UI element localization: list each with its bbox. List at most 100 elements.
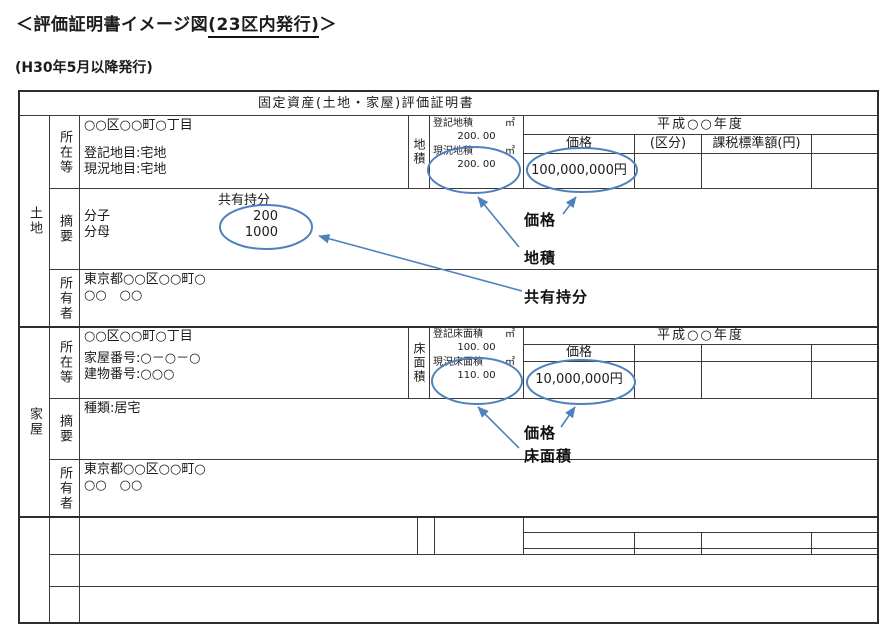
land-area-col-label-cell: 地積 <box>409 116 430 189</box>
empty-grid-cell <box>702 533 812 549</box>
house-price-header-cell: 価格 <box>524 345 635 362</box>
empty-section-cell <box>20 517 50 622</box>
annotation-house-floor: 床面積 <box>524 447 573 465</box>
land-category-value-cell <box>635 154 702 189</box>
land-taxbase-header: 課税標準額(円) <box>712 136 801 151</box>
empty-grid-cell <box>812 533 877 549</box>
empty-grid-cell <box>812 549 877 555</box>
land-taxbase-value-cell <box>702 154 812 189</box>
page-title-underlined: (23区内発行) <box>208 15 320 38</box>
land-owner-row-label-cell: 所有者 <box>50 270 80 327</box>
land-location-row-label: 所在等 <box>57 129 72 175</box>
land-category-header-cell: (区分) <box>635 135 702 154</box>
land-area-current-label: 現況地積 <box>433 146 473 157</box>
empty-row2-content-cell <box>80 555 877 587</box>
land-location-line1: ○○区○○町○丁目 <box>84 118 193 133</box>
house-summary-cell: 種類:居宅 <box>80 399 877 460</box>
house-summary-row-label-cell: 摘要 <box>50 399 80 460</box>
annotation-share: 共有持分 <box>524 288 589 306</box>
house-year-header-cell: 平成○○年度 <box>524 327 877 345</box>
house-year-header: 平成○○年度 <box>657 327 744 343</box>
land-price-value: 100,000,000円 <box>531 163 627 178</box>
empty-grid-cell <box>524 549 635 555</box>
land-summary-row-label: 摘要 <box>57 214 72 244</box>
land-denominator-value: 1000 <box>244 225 278 240</box>
empty-row2-label-cell <box>50 555 80 587</box>
empty-row1-label-cell <box>50 517 80 555</box>
house-owner-row-label: 所有者 <box>57 465 72 511</box>
land-price-header: 価格 <box>565 136 592 151</box>
empty-row1-content-cell <box>80 517 418 555</box>
land-owner-address: 東京都○○区○○町○ <box>84 272 206 287</box>
house-section-label: 家屋 <box>27 406 42 437</box>
house-extra-value-cell <box>812 362 877 399</box>
house-location-line1: ○○区○○町○丁目 <box>84 329 193 344</box>
land-extra-value-cell <box>812 154 877 189</box>
land-year-header-cell: 平成○○年度 <box>524 116 877 135</box>
land-section-cell: 土地 <box>20 116 50 327</box>
page-title: ＜評価証明書イメージ図(23区内発行)＞ <box>16 10 337 38</box>
house-area-current-unit: ㎡ <box>505 357 515 368</box>
house-location-line2: 家屋番号:○－○－○ <box>84 351 201 366</box>
land-owner-row-label: 所有者 <box>57 275 72 321</box>
house-location-row-label-cell: 所在等 <box>50 327 80 399</box>
house-area-registered-value: 100. 00 <box>457 342 496 353</box>
empty-row1-values-cell <box>435 517 524 555</box>
empty-grid-cell <box>635 549 702 555</box>
annotation-house-price: 価格 <box>524 424 557 442</box>
land-area-current-unit: ㎡ <box>505 146 515 157</box>
house-type-text: 種類:居宅 <box>84 401 141 416</box>
house-price-header: 価格 <box>565 345 592 360</box>
house-location-line3: 建物番号:○○○ <box>84 367 175 382</box>
house-area-current-label: 現況床面積 <box>433 357 483 368</box>
annotation-land-price: 価格 <box>524 211 557 229</box>
land-extra-header-cell <box>812 135 877 154</box>
house-price-value-cell: 10,000,000円 <box>524 362 635 399</box>
land-area-registered-unit: ㎡ <box>505 118 515 129</box>
house-category-header-cell <box>635 345 702 362</box>
house-summary-row-label: 摘要 <box>57 414 72 444</box>
land-area-col-label: 地積 <box>412 138 426 166</box>
land-location-row-label-cell: 所在等 <box>50 116 80 189</box>
land-share-values: 200 1000 <box>230 209 278 241</box>
house-area-registered-label: 登記床面積 <box>433 329 483 340</box>
empty-row3-label-cell <box>50 587 80 622</box>
house-owner-name: ○○ ○○ <box>84 478 143 493</box>
land-taxbase-header-cell: 課税標準額(円) <box>702 135 812 154</box>
house-owner-address: 東京都○○区○○町○ <box>84 462 206 477</box>
annotation-land-area: 地積 <box>524 249 557 267</box>
page-title-suffix: ＞ <box>319 15 337 35</box>
certificate-table: 固定資産(土地・家屋)評価証明書 土地 所在等 ○○区○○町○丁目 登記地目:宅… <box>18 90 879 624</box>
house-area-current-value: 110. 00 <box>457 370 496 381</box>
land-price-header-cell: 価格 <box>524 135 635 154</box>
house-area-registered-unit: ㎡ <box>505 329 515 340</box>
section-divider-land-house <box>20 326 877 328</box>
house-owner-cell: 東京都○○区○○町○ ○○ ○○ <box>80 460 877 517</box>
land-area-registered-value: 200. 00 <box>457 131 496 142</box>
land-numerator-label: 分子 <box>84 209 111 224</box>
land-share-title: 共有持分 <box>218 193 271 208</box>
land-area-current-value: 200. 00 <box>457 159 496 170</box>
table-title-cell: 固定資産(土地・家屋)評価証明書 <box>20 92 877 116</box>
house-area-col-label-cell: 床面積 <box>409 327 430 399</box>
house-taxbase-value-cell <box>702 362 812 399</box>
land-numerator-value: 200 <box>253 209 278 224</box>
land-summary-cell: 分子 分母 共有持分 200 1000 <box>80 189 877 270</box>
empty-grid-cell <box>524 533 635 549</box>
land-denominator-label: 分母 <box>84 225 111 240</box>
empty-row3-content-cell <box>80 587 877 622</box>
house-price-value: 10,000,000円 <box>535 372 623 387</box>
land-section-label: 土地 <box>27 206 42 236</box>
issue-note: (H30年5月以降発行) <box>15 60 153 76</box>
empty-grid-span-cell <box>524 517 877 533</box>
table-title: 固定資産(土地・家屋)評価証明書 <box>258 96 475 111</box>
land-area-registered-label: 登記地積 <box>433 118 473 129</box>
house-section-cell: 家屋 <box>20 327 50 517</box>
land-year-header: 平成○○年度 <box>657 117 744 132</box>
section-divider-house-empty <box>20 516 877 518</box>
empty-grid-cell <box>635 533 702 549</box>
house-extra-header-cell <box>812 345 877 362</box>
house-category-value-cell <box>635 362 702 399</box>
